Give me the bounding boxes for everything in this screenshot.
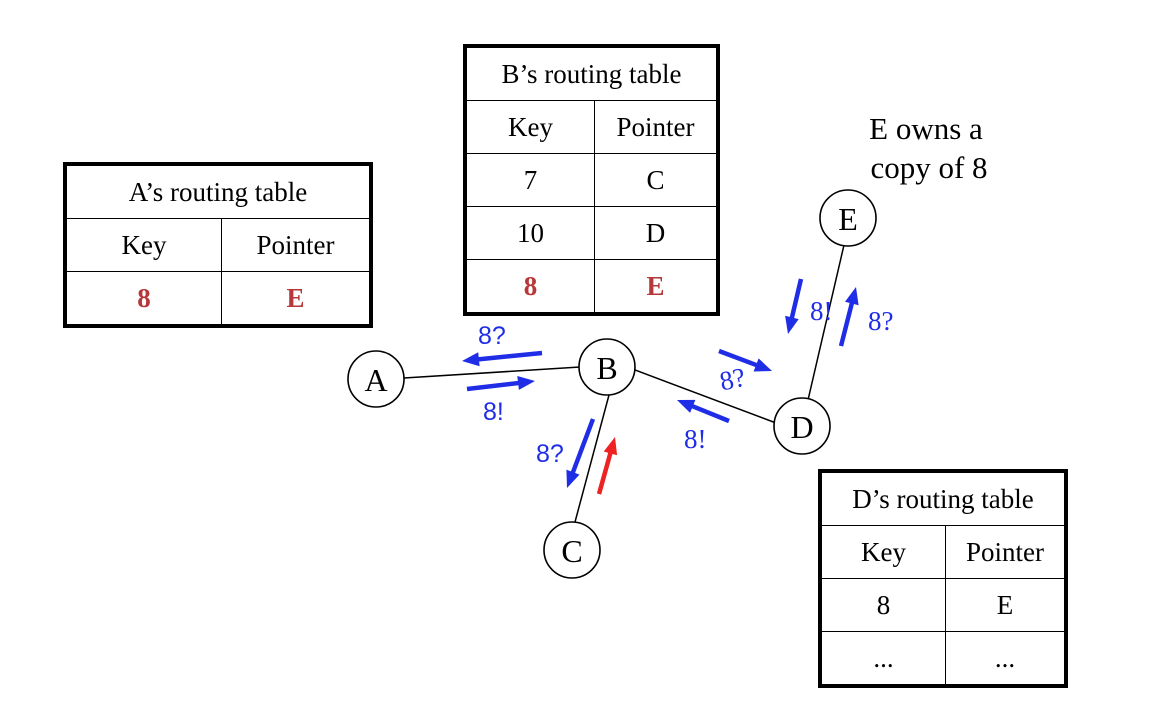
node-d-label: D: [790, 409, 813, 445]
routing-table-d-title: D’s routing table: [819, 470, 1067, 526]
table-row: 10 D: [464, 206, 719, 260]
message-label-reply-b-a: 8!: [483, 398, 504, 426]
node-b-label: B: [596, 350, 617, 386]
node-c: C: [543, 521, 601, 579]
annotation-line-2: copy of 8: [870, 150, 987, 185]
routing-table-d-pointer: ...: [945, 631, 1067, 687]
routing-table-b-key: 8: [464, 259, 595, 315]
routing-table-b-title: B’s routing table: [464, 45, 719, 101]
table-row: 8 E: [64, 271, 372, 327]
routing-table-d-header-key: Key: [819, 525, 946, 579]
edge-b-c: [574, 394, 610, 523]
arrow-query-b-d-head: [753, 358, 772, 372]
arrow-query-d-e-head: [845, 287, 859, 306]
routing-table-a-header-pointer: Pointer: [221, 218, 372, 272]
table-row: 8 E: [819, 578, 1067, 632]
arrow-query-b-d: [718, 348, 759, 368]
node-b: B: [578, 338, 636, 396]
message-label-query-b-c: 8?: [536, 440, 564, 468]
routing-table-a-key: 8: [64, 271, 222, 327]
arrow-reply-b-a-head: [517, 376, 535, 390]
message-arrows: [462, 278, 859, 495]
routing-table-d-key: 8: [819, 578, 946, 632]
arrow-reply-d-b-head: [677, 399, 696, 413]
arrow-reply-e-d: [789, 278, 804, 320]
node-e-label: E: [838, 201, 858, 237]
node-a: A: [347, 350, 405, 408]
message-label-reply-e-d: 8!: [810, 296, 833, 326]
arrow-query-b-c-head: [566, 469, 580, 488]
message-label-query-b-d: 8?: [717, 362, 748, 397]
node-c-label: C: [561, 533, 582, 569]
routing-table-a-title: A’s routing table: [64, 163, 372, 219]
routing-table-d: D’s routing table Key Pointer 8 E ... ..…: [818, 469, 1068, 688]
node-a-label: A: [364, 362, 387, 398]
edge-a-b: [403, 366, 581, 379]
routing-table-a: A’s routing table Key Pointer 8 E: [63, 162, 373, 328]
arrow-query-a-b: [476, 350, 543, 362]
routing-table-b-pointer: E: [594, 259, 719, 315]
routing-table-d-header-pointer: Pointer: [945, 525, 1067, 579]
message-label-reply-d-b: 8!: [684, 424, 707, 454]
arrow-query-b-c: [570, 418, 596, 475]
edge-d-e: [807, 244, 845, 401]
arrow-return-c-b: [596, 450, 614, 495]
arrow-reply-e-d-head: [785, 315, 799, 334]
arrow-query-a-b-head: [462, 352, 480, 367]
arrow-return-c-b-head: [603, 437, 618, 456]
table-row: ... ...: [819, 631, 1067, 687]
routing-table-a-pointer: E: [221, 271, 372, 327]
message-label-query-d-e: 8?: [868, 306, 893, 336]
routing-table-b: B’s routing table Key Pointer 7 C 10 D 8…: [463, 44, 720, 316]
table-row: 8 E: [464, 259, 719, 315]
routing-table-d-key: ...: [819, 631, 946, 687]
node-d: D: [773, 397, 831, 455]
node-e: E: [819, 189, 877, 247]
routing-table-b-pointer: C: [594, 153, 719, 207]
routing-table-d-pointer: E: [945, 578, 1067, 632]
table-row: 7 C: [464, 153, 719, 207]
routing-table-a-header-key: Key: [64, 218, 222, 272]
annotation-line-1: E owns a: [869, 111, 983, 146]
routing-table-b-key: 10: [464, 206, 595, 260]
edge-b-d: [634, 369, 777, 424]
routing-table-b-pointer: D: [594, 206, 719, 260]
routing-table-b-header-key: Key: [464, 100, 595, 154]
arrow-reply-b-a: [466, 380, 521, 392]
arrow-query-d-e: [838, 300, 855, 347]
arrow-reply-d-b: [690, 403, 730, 424]
message-label-query-a-b: 8?: [478, 322, 506, 350]
routing-table-b-key: 7: [464, 153, 595, 207]
routing-table-b-header-pointer: Pointer: [594, 100, 719, 154]
